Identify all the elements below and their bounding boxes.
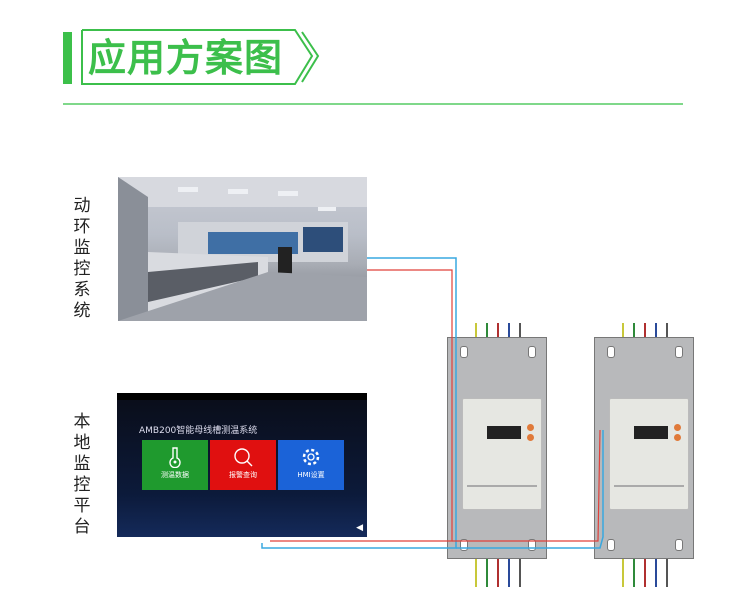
tile-alarm-query[interactable]: 报警查询 [210,440,276,490]
conductor-lead [633,559,635,587]
tile-temperature-data[interactable]: 测温数据 [142,440,208,490]
conductor-lead [655,323,657,337]
red-wire-2 [452,429,601,542]
conductor-lead [666,559,668,587]
thermometer-icon [169,447,181,468]
conductor-lead [508,559,510,587]
conductor-lead [622,323,624,337]
conductor-lead [497,323,499,337]
conductor-lead [644,323,646,337]
conductor-lead [475,323,477,337]
screen-title: AMB200智能母线槽测温系统 [139,426,258,436]
temperature-monitor-device [609,398,689,510]
header-accent-bar [63,32,72,84]
control-room-photo [118,177,367,321]
conductor-lead [633,323,635,337]
conductor-lead [475,559,477,587]
conductor-lead [519,323,521,337]
gear-icon [302,448,320,466]
conductor-lead [655,559,657,587]
header-divider [63,103,683,105]
header-frame [81,29,320,85]
busbar-unit-2 [594,337,694,559]
blue-wire [261,257,457,549]
tile-label: HMI设置 [297,471,325,479]
conductor-lead [497,559,499,587]
conductor-lead [644,559,646,587]
conductor-lead [666,323,668,337]
tile-hmi-settings[interactable]: HMI设置 [278,440,344,490]
label-environment-monitoring: 动环监控系统 [73,196,91,321]
speaker-icon[interactable]: ◀ [356,523,363,533]
lcd-display [634,426,668,439]
page-title: 应用方案图 [88,36,284,80]
lcd-display [487,426,521,439]
search-icon [234,448,253,467]
label-local-monitoring: 本地监控平台 [73,412,91,537]
conductor-lead [486,323,488,337]
red-wire [270,269,453,542]
blue-wire-2 [456,430,604,549]
conductor-lead [508,323,510,337]
conductor-lead [486,559,488,587]
temperature-monitor-device [462,398,542,510]
tile-label: 报警查询 [229,471,257,479]
hmi-screen: AMB200智能母线槽测温系统 测温数据 报警查询 HMI设置 ◀ [117,393,367,537]
screen-status-bar [117,393,367,400]
busbar-unit-1 [447,337,547,559]
conductor-lead [622,559,624,587]
tile-label: 测温数据 [161,471,189,479]
conductor-lead [519,559,521,587]
